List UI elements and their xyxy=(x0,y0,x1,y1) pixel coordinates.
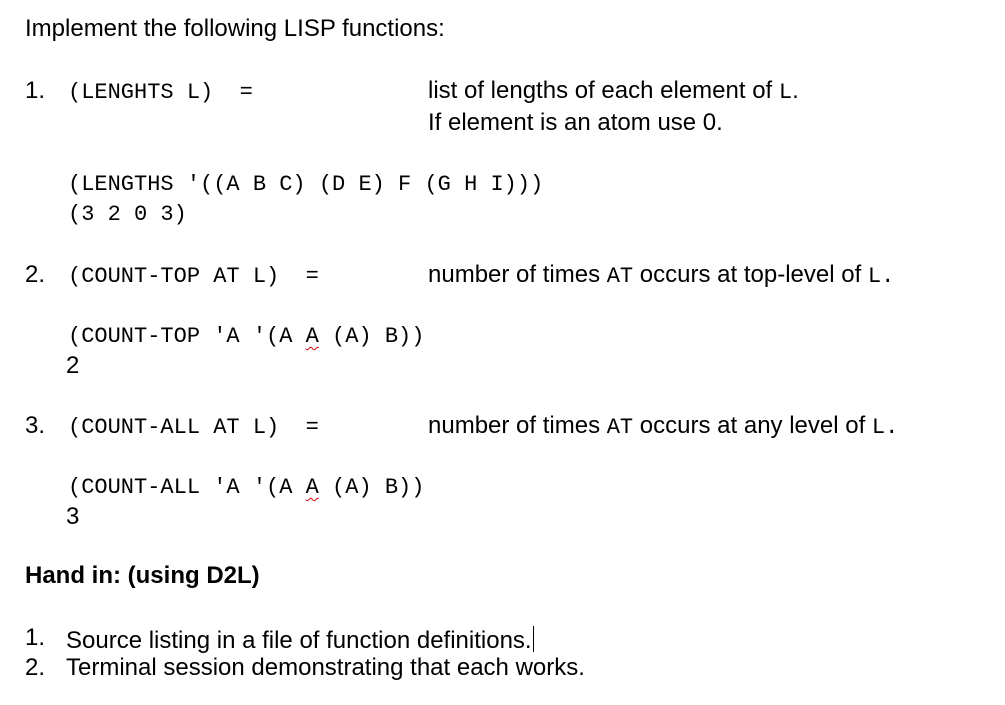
desc-text: number of times xyxy=(428,261,607,288)
example-call: (LENGTHS '((A B C) (D E) F (G H I))) xyxy=(68,172,544,197)
spellcheck-flagged-word[interactable]: A xyxy=(305,475,319,500)
handin-number: 1. xyxy=(25,624,46,651)
function-description-line1: list of lengths of each element of L. xyxy=(428,79,799,104)
code-text: (A) B)) xyxy=(318,475,425,500)
desc-text: number of times xyxy=(428,412,607,439)
example-call: (COUNT-TOP 'A '(A A (A) B)) xyxy=(68,326,424,348)
intro-text: Implement the following LISP functions: xyxy=(25,15,445,42)
text-cursor xyxy=(532,626,534,652)
desc-code: L xyxy=(778,80,793,105)
function-signature: (COUNT-TOP AT L) = xyxy=(68,264,319,289)
function-description: number of times AT occurs at any level o… xyxy=(428,414,898,439)
code-text: (A) B)) xyxy=(318,324,425,349)
code-text: (COUNT-ALL 'A '(A xyxy=(68,475,306,500)
example-result: 2 xyxy=(66,352,80,379)
code-text: (COUNT-TOP 'A '(A xyxy=(68,324,306,349)
item-number: 1. xyxy=(25,77,46,104)
item-number: 3. xyxy=(25,412,46,439)
example-result: (3 2 0 3) xyxy=(68,202,187,227)
function-description: number of times AT occurs at top-level o… xyxy=(428,263,894,288)
desc-text: occurs at any level of xyxy=(633,412,872,439)
example-call: (COUNT-ALL 'A '(A A (A) B)) xyxy=(68,477,424,499)
handin-item: Terminal session demonstrating that each… xyxy=(66,654,585,681)
example-result: 3 xyxy=(66,503,80,530)
desc-text: list of lengths of each element of xyxy=(428,77,779,104)
function-signature: (LENGHTS L) = xyxy=(68,80,253,105)
desc-code: L. xyxy=(871,415,899,440)
item-number: 2. xyxy=(25,261,46,288)
handin-item-text: Source listing in a file of function def… xyxy=(66,627,532,654)
desc-text: . xyxy=(792,77,799,104)
function-signature: (COUNT-ALL AT L) = xyxy=(68,415,319,440)
desc-code: AT xyxy=(606,415,634,440)
desc-code: L. xyxy=(867,264,895,289)
handin-heading: Hand in: (using D2L) xyxy=(25,562,260,589)
desc-text: occurs at top-level of xyxy=(633,261,868,288)
handin-number: 2. xyxy=(25,654,46,681)
handin-item: Source listing in a file of function def… xyxy=(66,626,534,653)
desc-code: AT xyxy=(606,264,634,289)
spellcheck-flagged-word[interactable]: A xyxy=(305,324,319,349)
function-description-line2: If element is an atom use 0. xyxy=(428,109,723,136)
